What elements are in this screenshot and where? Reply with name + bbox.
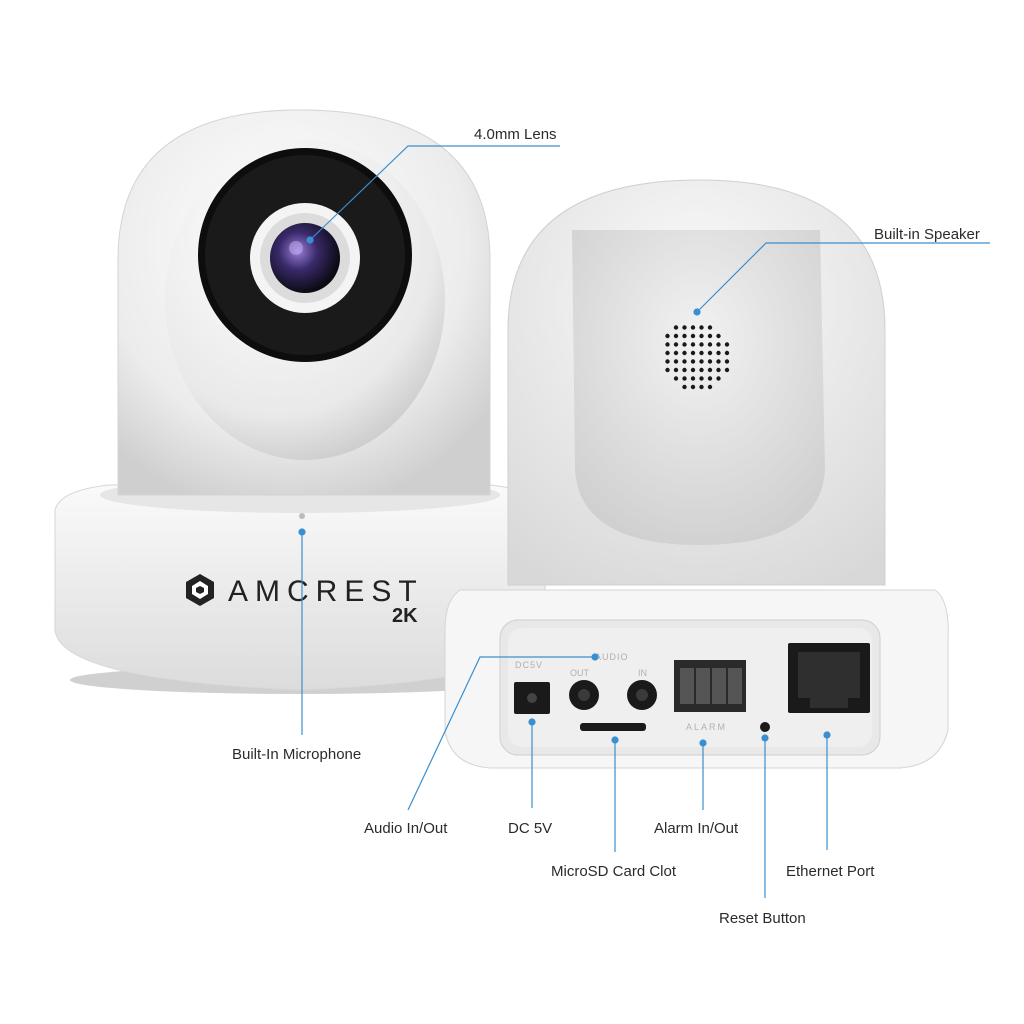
speaker-hole <box>716 333 721 339</box>
speaker-hole <box>690 333 696 339</box>
speaker-grill <box>665 325 730 390</box>
callout-audio: Audio In/Out <box>364 820 448 837</box>
panel-label-dc: DC5V <box>515 660 543 670</box>
speaker-hole <box>665 333 670 339</box>
leader-lines <box>298 145 990 898</box>
speaker-hole <box>682 376 687 381</box>
speaker-hole <box>690 350 696 356</box>
callout-microphone: Built-In Microphone <box>232 746 362 763</box>
speaker-hole <box>673 333 679 339</box>
speaker-hole <box>699 342 704 347</box>
speaker-hole <box>707 359 713 364</box>
callout-lens: 4.0mm Lens <box>474 126 557 143</box>
speaker-hole <box>690 359 696 364</box>
speaker-hole <box>690 325 696 330</box>
speaker-hole <box>707 350 713 356</box>
callout-microsd: MicroSD Card Clot <box>551 863 677 880</box>
callout-ethernet: Ethernet Port <box>786 863 875 880</box>
speaker-hole <box>673 350 679 356</box>
speaker-hole <box>682 384 687 390</box>
speaker-hole <box>716 350 721 356</box>
speaker-hole <box>690 384 696 390</box>
speaker-hole <box>707 376 713 381</box>
leader-line-speaker <box>696 242 990 313</box>
speaker-hole <box>707 342 713 347</box>
speaker-hole <box>682 342 687 347</box>
panel-label-alarm: ALARM <box>686 722 727 732</box>
microphone-hole <box>299 513 305 519</box>
lens-glass <box>270 223 340 293</box>
panel-label-out: OUT <box>570 668 590 678</box>
speaker-hole <box>707 367 713 373</box>
speaker-hole <box>716 342 721 347</box>
speaker-hole <box>716 359 721 364</box>
speaker-hole <box>699 376 704 381</box>
back-camera: DC5V AUDIO OUT IN ALARM <box>444 179 949 769</box>
leader-line-audio <box>407 656 595 811</box>
speaker-hole <box>665 359 670 364</box>
amcrest-logo-icon <box>186 574 214 606</box>
reset-hole <box>760 722 770 732</box>
speaker-hole <box>665 367 670 373</box>
speaker-hole <box>682 367 687 373</box>
speaker-hole <box>724 367 730 373</box>
speaker-hole <box>673 376 679 381</box>
speaker-hole <box>682 359 687 364</box>
speaker-hole <box>682 325 687 330</box>
speaker-hole <box>673 342 679 347</box>
speaker-hole <box>724 342 730 347</box>
speaker-hole <box>673 367 679 373</box>
speaker-hole <box>724 359 730 364</box>
speaker-hole <box>716 376 721 381</box>
panel-label-in: IN <box>638 668 647 678</box>
speaker-hole <box>682 333 687 339</box>
speaker-hole <box>699 384 704 390</box>
callout-dc: DC 5V <box>508 820 553 837</box>
speaker-hole <box>665 350 670 356</box>
speaker-hole <box>699 325 704 330</box>
speaker-hole <box>716 367 721 373</box>
speaker-hole <box>707 325 713 330</box>
panel-label-audio: AUDIO <box>595 652 629 662</box>
brand-name: AMCREST <box>228 575 424 608</box>
speaker-hole <box>682 350 687 356</box>
speaker-hole <box>707 384 713 390</box>
speaker-hole <box>690 376 696 381</box>
speaker-hole <box>690 342 696 347</box>
speaker-hole <box>699 350 704 356</box>
callout-reset: Reset Button <box>719 910 806 927</box>
speaker-hole <box>699 367 704 373</box>
speaker-hole <box>673 325 679 330</box>
speaker-hole <box>665 342 670 347</box>
speaker-hole <box>699 359 704 364</box>
speaker-hole <box>673 359 679 364</box>
speaker-hole <box>707 333 713 339</box>
leader-line-lens <box>309 145 560 241</box>
callout-alarm: Alarm In/Out <box>654 820 739 837</box>
microsd-slot <box>580 723 646 731</box>
speaker-hole <box>690 367 696 373</box>
model-badge: 2K <box>392 605 418 627</box>
speaker-hole <box>699 333 704 339</box>
speaker-hole <box>724 350 730 356</box>
callout-speaker: Built-in Speaker <box>874 226 980 243</box>
front-camera: AMCREST 2K <box>54 109 546 694</box>
back-camera-ball <box>572 230 825 545</box>
